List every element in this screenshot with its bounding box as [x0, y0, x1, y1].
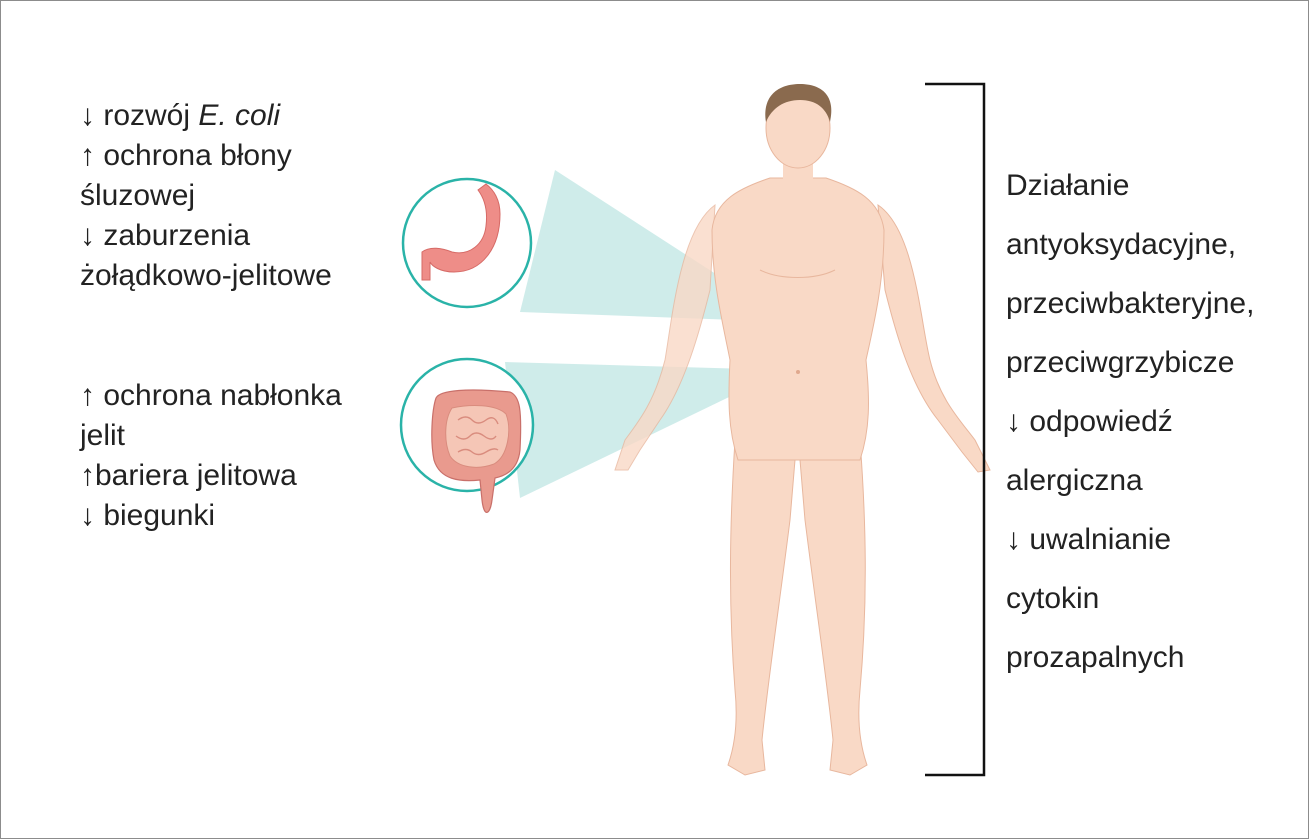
human-body-figure — [615, 84, 990, 775]
stomach-circle — [403, 179, 531, 307]
left-leg — [728, 440, 795, 775]
intestine-circle — [401, 359, 533, 512]
navel — [796, 370, 800, 374]
small-intestine-icon — [446, 406, 509, 468]
torso — [712, 178, 884, 460]
right-arm — [878, 205, 990, 472]
right-leg — [800, 440, 867, 775]
